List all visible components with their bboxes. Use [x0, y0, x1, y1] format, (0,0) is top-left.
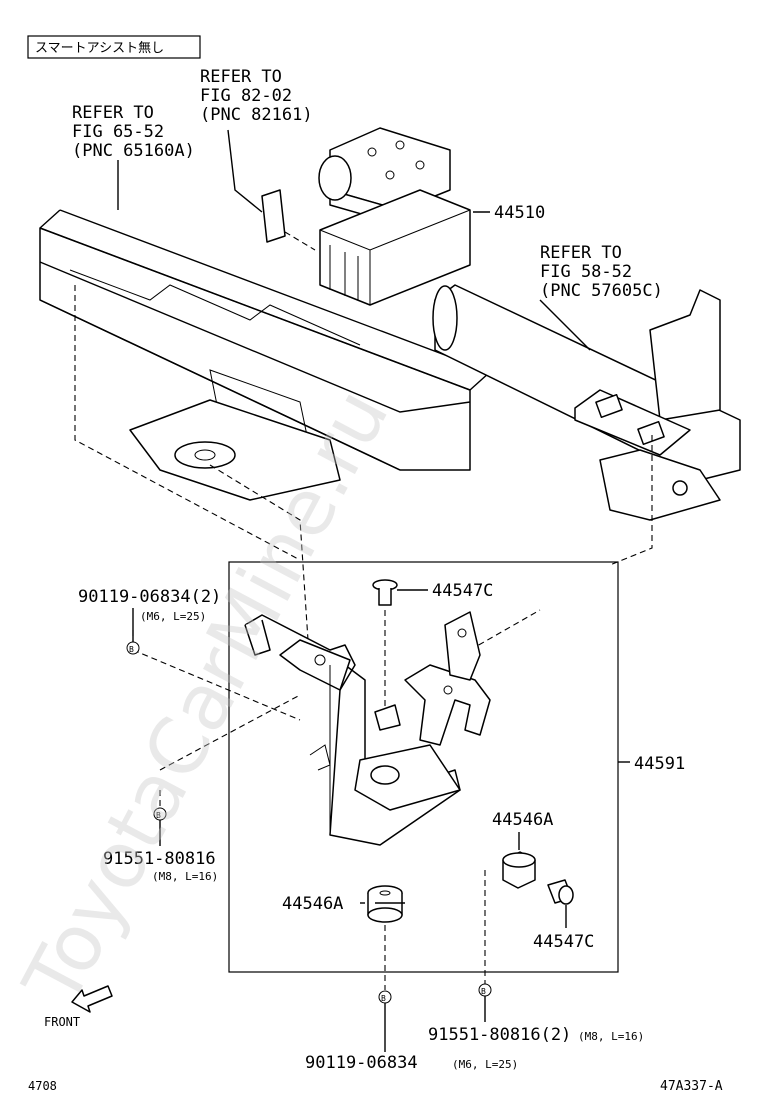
ref-line2: FIG 58-52 [540, 262, 632, 282]
abs-bracket [244, 611, 491, 846]
bolt-right [547, 879, 574, 905]
fastener-spec: (M6, L=25) [140, 610, 206, 623]
chassis-frame-rail [39, 209, 492, 501]
front-arrow-icon [71, 985, 113, 1013]
ref-line1: REFER TO [72, 103, 154, 123]
figure-code: 47A337-A [660, 1079, 723, 1094]
part-label-44546a-left: 44546A [282, 894, 343, 914]
fastener-spec: (M6, L=25) [452, 1058, 518, 1071]
front-label: FRONT [44, 1015, 80, 1029]
ref-line1: REFER TO [540, 243, 622, 263]
cross-member [432, 284, 741, 521]
ref-line2: FIG 82-02 [200, 86, 292, 106]
fastener-spec: (M8, L=16) [152, 870, 218, 883]
variant-tag-text: スマートアシスト無し [35, 41, 164, 56]
fastener-90119-06834: 90119-06834 [305, 1053, 418, 1073]
part-label-44510: 44510 [494, 203, 545, 223]
cushion-right [502, 851, 536, 889]
ref-line2: FIG 65-52 [72, 122, 164, 142]
part-label-44591: 44591 [634, 754, 685, 774]
bracket-assembly-frame [228, 561, 619, 973]
bolt-top [372, 579, 398, 606]
reference-note-57605c: REFER TO FIG 58-52 (PNC 57605C) [540, 243, 663, 301]
page-number: 4708 [28, 1079, 57, 1093]
ref-line3: (PNC 65160A) [72, 141, 195, 161]
callout-letter: B [129, 645, 134, 654]
callout-b-bottom-right: B [478, 983, 492, 997]
callout-b-bottom-center: B [378, 990, 392, 1004]
variant-tag-frame [27, 35, 201, 59]
callout-letter: B [156, 811, 161, 820]
fastener-spec: (M8, L=16) [578, 1030, 644, 1043]
abs-actuator [261, 127, 471, 306]
fastener-91551-80816-2: 91551-80816(2) [428, 1025, 571, 1045]
part-label-44547c-top: 44547C [432, 581, 493, 601]
fastener-91551-80816: 91551-80816 [103, 849, 216, 869]
part-label-44547c-right: 44547C [533, 932, 594, 952]
callout-b-upper-left: B [126, 641, 140, 655]
fastener-90119-06834-2: 90119-06834(2) [78, 587, 221, 607]
callout-letter: B [481, 987, 486, 996]
reference-note-65160a: REFER TO FIG 65-52 (PNC 65160A) [72, 103, 195, 161]
cushion-left [367, 885, 403, 923]
variant-tag: スマートアシスト無し [27, 35, 201, 59]
callout-letter: B [381, 994, 386, 1003]
ref-line1: REFER TO [200, 67, 282, 87]
part-label-44546a-right: 44546A [492, 810, 553, 830]
ref-line3: (PNC 82161) [200, 105, 313, 125]
ref-line3: (PNC 57605C) [540, 281, 663, 301]
reference-note-82161: REFER TO FIG 82-02 (PNC 82161) [200, 67, 313, 125]
